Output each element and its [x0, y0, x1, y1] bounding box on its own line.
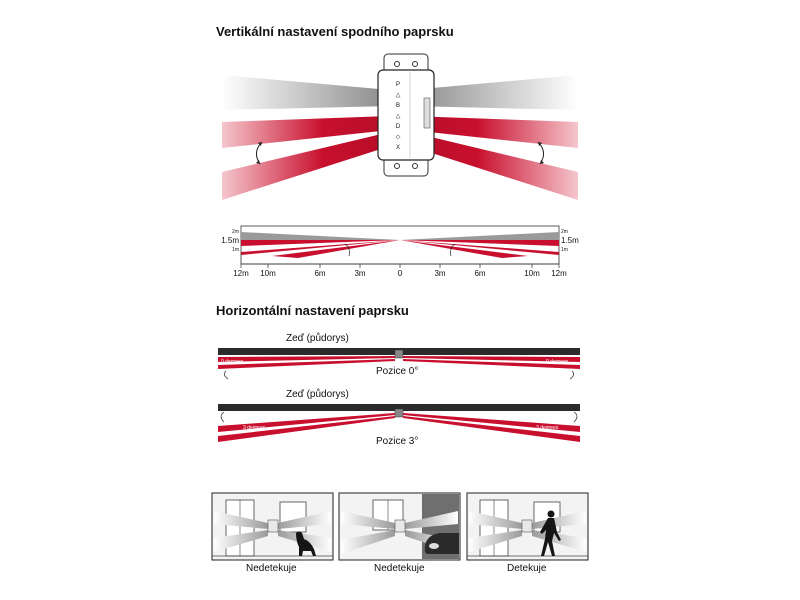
- distance-label: 10m: [260, 269, 276, 278]
- height-label-right: 1m: [561, 247, 568, 253]
- lower-beam-left-1: [222, 116, 390, 148]
- sensor-icon-6: X: [396, 145, 400, 151]
- wall-label-0: Zeď (půdorys): [286, 333, 349, 344]
- scene-dog: [211, 492, 334, 561]
- height-label-right: 1.5m: [561, 236, 579, 245]
- angle-label-left-0: 0 degrees: [221, 359, 244, 365]
- lower-beam-left-2: [222, 132, 390, 200]
- scene-caption-1: Nedetekuje: [246, 563, 297, 574]
- sensor-icon-2: B: [396, 103, 400, 109]
- distance-label: 10m: [524, 269, 540, 278]
- wall-bar: [218, 404, 580, 411]
- angle-label-right-0: 0 degrees: [546, 359, 569, 365]
- horizontal-section-title: Horizontální nastavení paprsku: [216, 303, 409, 318]
- person-silhouette: [540, 510, 561, 556]
- sensor-icon-1: △: [396, 93, 401, 99]
- distance-label: 12m: [233, 269, 249, 278]
- sensor-icon-4: D: [396, 124, 401, 130]
- sensor-device: P △ B △ D ◇ X: [377, 53, 435, 177]
- sensor-icon-5: ◇: [396, 135, 401, 141]
- wall-label-3: Zeď (půdorys): [286, 389, 349, 400]
- sensor-icon-0: P: [396, 82, 400, 88]
- lower-beam-right-2: [410, 132, 578, 200]
- scene-person: [466, 492, 589, 561]
- vertical-section-title: Vertikální nastavení spodního paprsku: [216, 24, 454, 39]
- height-label-right: 2m: [561, 229, 568, 235]
- sensor-icon-3: △: [396, 114, 401, 120]
- horizontal-panel-0: [218, 348, 580, 380]
- height-label-left: 2m: [232, 229, 239, 235]
- position-label-0: Pozice 0°: [376, 366, 419, 377]
- angle-label-left-3: 3 degrees: [243, 425, 266, 431]
- sensor-plan: [394, 349, 404, 359]
- position-label-3: Pozice 3°: [376, 436, 419, 447]
- angle-label-right-3: 3 degrees: [536, 425, 559, 431]
- dog-silhouette: [296, 531, 316, 556]
- scene-caption-3: Detekuje: [507, 563, 547, 574]
- distance-label: 3m: [434, 269, 445, 278]
- height-label-left: 1.5m: [221, 236, 239, 245]
- distance-label: 12m: [551, 269, 567, 278]
- scene-car: [338, 492, 461, 561]
- sensor-plan: [394, 408, 404, 418]
- upper-beam-right: [410, 75, 578, 110]
- height-label-left: 1m: [232, 247, 239, 253]
- horizontal-panel-3: [218, 404, 580, 442]
- scene-caption-2: Nedetekuje: [374, 563, 425, 574]
- distance-label: 0: [398, 269, 403, 278]
- distance-label: 3m: [354, 269, 365, 278]
- vertical-beams: [222, 75, 578, 200]
- upper-beam-left: [222, 75, 390, 110]
- svg-text:P△B△D◇X: P △ B △ D ◇ X: [396, 82, 401, 151]
- distance-label: 6m: [474, 269, 485, 278]
- distance-label: 6m: [314, 269, 325, 278]
- lower-beam-right-1: [410, 116, 578, 148]
